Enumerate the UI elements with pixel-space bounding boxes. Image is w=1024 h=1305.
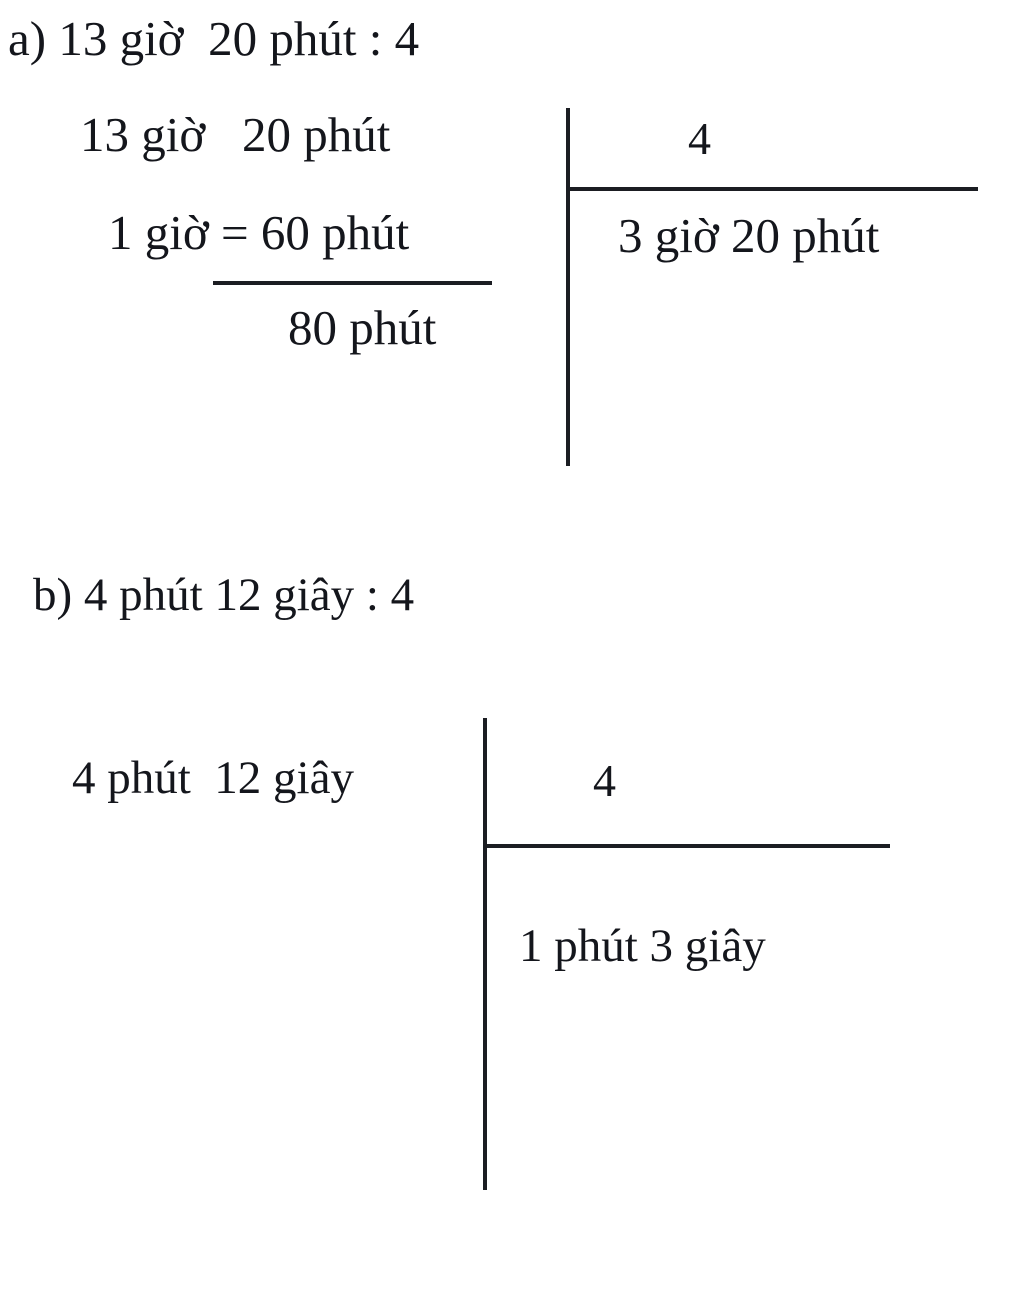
- problem-a-conversion-underline: [213, 281, 492, 285]
- problem-a-heading: a) 13 giờ 20 phút : 4: [8, 11, 420, 66]
- problem-a-division-horizontal-bar: [566, 187, 978, 191]
- problem-a-conversion: 1 giờ = 60 phút: [108, 205, 410, 260]
- problem-a-divisor: 4: [688, 113, 711, 164]
- problem-b-division-horizontal-bar: [483, 844, 890, 848]
- problem-b-divisor: 4: [593, 755, 616, 806]
- problem-b-division-vertical-bar: [483, 718, 487, 1190]
- problem-b-quotient: 1 phút 3 giây: [519, 920, 766, 972]
- problem-b-dividend: 4 phút 12 giây: [72, 752, 354, 804]
- problem-a-division-vertical-bar: [566, 108, 570, 466]
- problem-a-quotient: 3 giờ 20 phút: [618, 208, 880, 263]
- problem-a-subtotal: 80 phút: [288, 300, 437, 355]
- problem-b-heading: b) 4 phút 12 giây : 4: [33, 569, 415, 621]
- problem-a-dividend: 13 giờ 20 phút: [80, 107, 391, 162]
